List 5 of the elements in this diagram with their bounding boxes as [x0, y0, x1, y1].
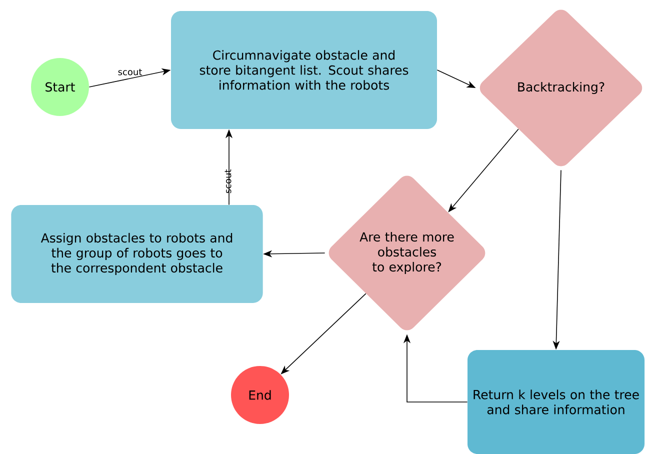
process-box: Circumnavigate obstacle and store bitangent list. Scout shares information with the robots	[171, 11, 437, 129]
process-box: Assign obstacles to robots and the group of robots goes to the correspondent obstacle	[11, 205, 263, 303]
process-box: Return k levels on the tree and share information	[468, 350, 644, 454]
edge-label: scout	[118, 68, 142, 76]
edge-label: scout	[224, 169, 232, 194]
